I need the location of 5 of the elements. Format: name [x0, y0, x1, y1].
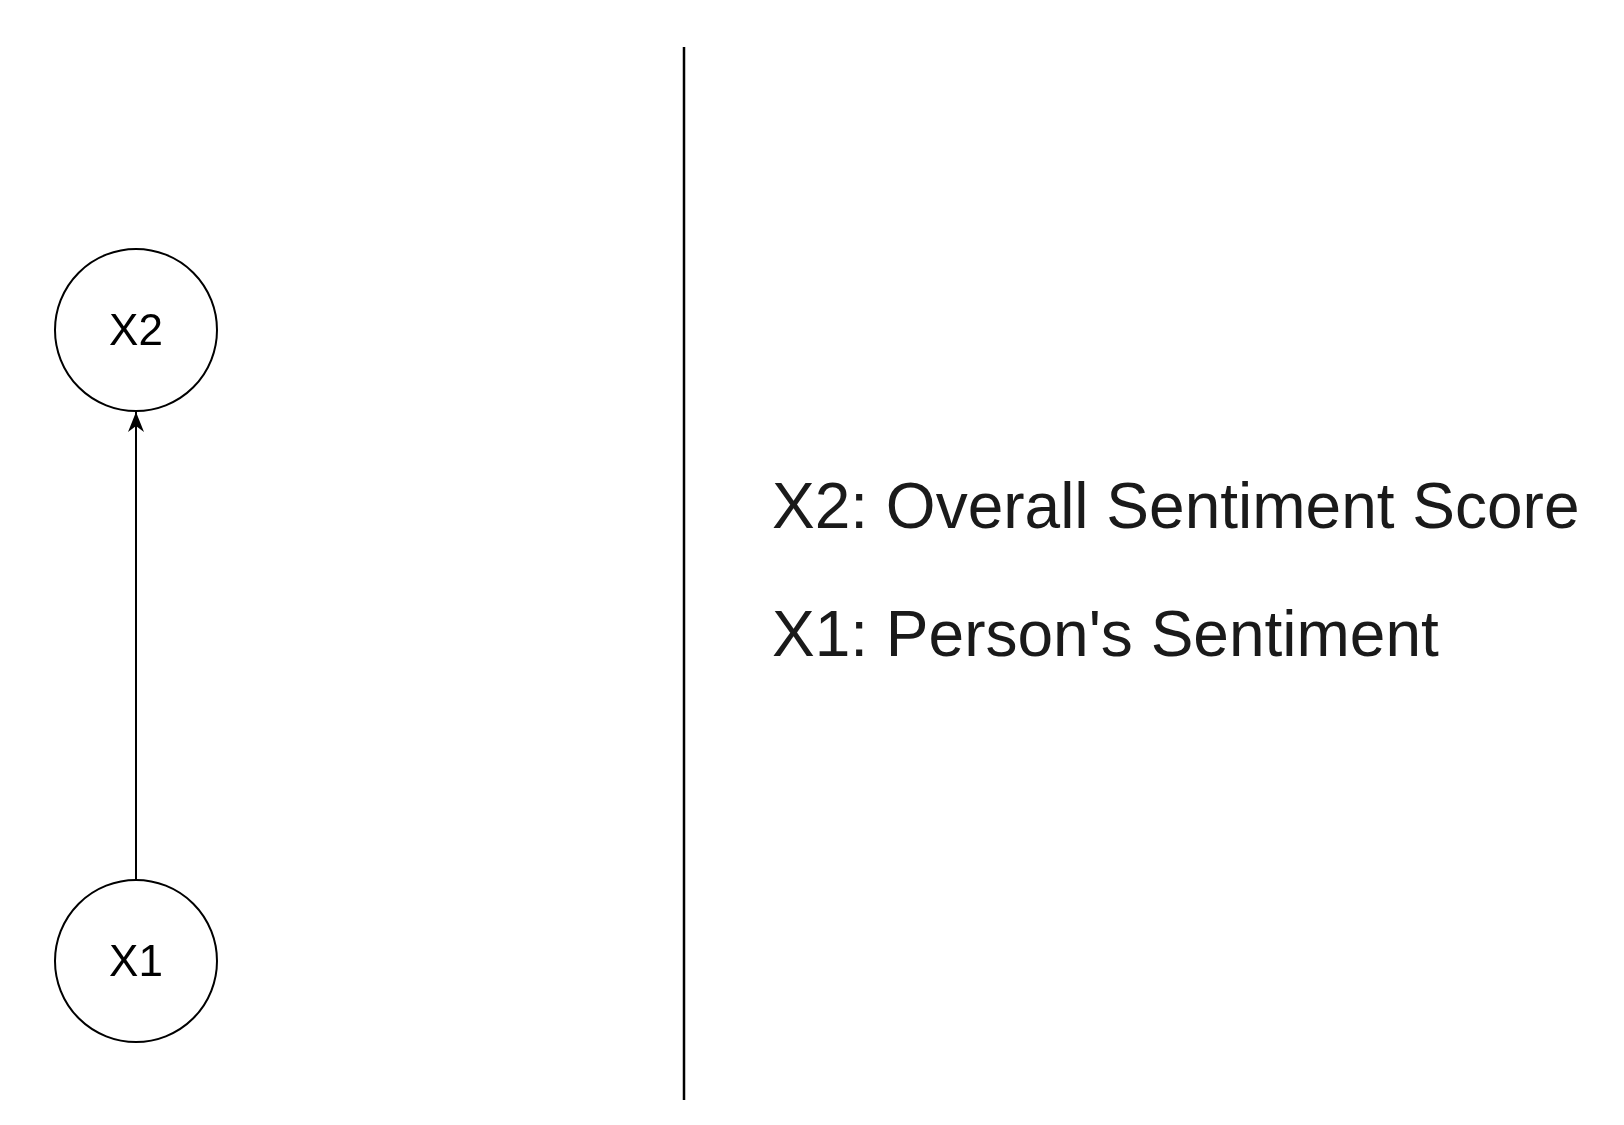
node-label: X2	[109, 308, 163, 352]
node-label: X1	[109, 939, 163, 983]
arrow	[128, 411, 144, 880]
variable-definition: X1: Person's Sentiment	[772, 602, 1439, 666]
variable-definition: X2: Overall Sentiment Score	[772, 474, 1580, 538]
